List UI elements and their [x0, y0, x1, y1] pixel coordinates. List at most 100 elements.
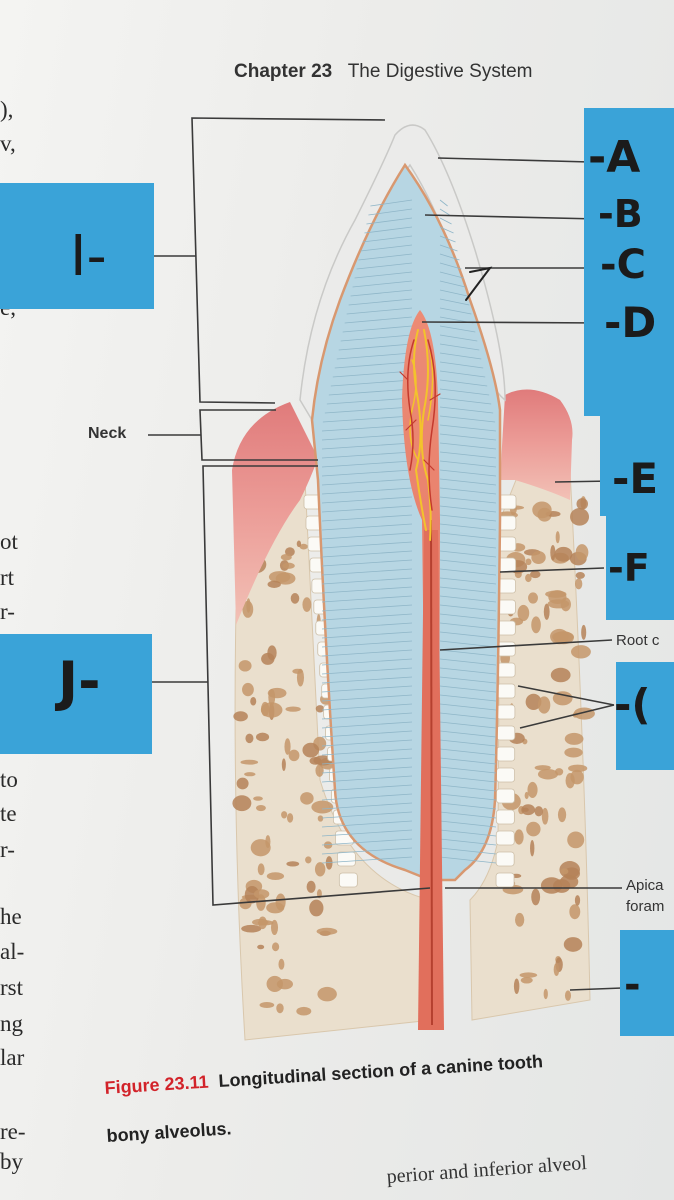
dentin-tubule: [321, 721, 413, 729]
dentin-tubule: [356, 262, 413, 270]
bone-spot: [299, 543, 308, 550]
dentin-tubule: [439, 370, 486, 378]
bone-spot: [257, 863, 265, 876]
dentin-tubule: [362, 235, 413, 243]
dentin-tubule: [439, 802, 497, 810]
bone-spot: [519, 972, 538, 978]
dentin-tubule: [439, 460, 497, 468]
chapter-header: Chapter 23 The Digestive System: [234, 61, 533, 83]
bone-spot: [259, 1001, 275, 1008]
dentin-tubule: [439, 658, 497, 666]
bone-spot: [260, 702, 283, 718]
dentin-tubule: [321, 730, 413, 738]
dentin-tubule: [439, 487, 497, 495]
dentin-tubule: [321, 694, 413, 702]
dentin-tubule: [439, 766, 497, 774]
dentin-tubule: [321, 514, 413, 522]
bone-spot: [276, 1003, 284, 1014]
bone-spot: [257, 944, 265, 950]
margin-fragment: to: [0, 767, 18, 792]
bone-spot: [284, 738, 291, 755]
dentin-tubule: [321, 676, 413, 684]
dentin-tubule: [321, 613, 413, 621]
gingiva-right: [500, 389, 573, 500]
bone-spot: [278, 958, 285, 970]
bone-spot: [537, 696, 551, 714]
pulp-nerves: [399, 329, 441, 541]
bone-spot: [281, 758, 286, 772]
dentin-tubule: [439, 253, 460, 261]
dentin-tubule: [321, 487, 413, 495]
bone-spot: [545, 590, 567, 598]
dentin-tubule: [321, 424, 413, 432]
bone-spot: [315, 705, 325, 713]
dentin-tubule: [439, 730, 497, 738]
dentin-tubule: [439, 829, 497, 837]
ligament-block: [338, 872, 358, 888]
bone-spot: [244, 885, 260, 904]
bone-spot: [534, 806, 544, 817]
dentin-tubule: [439, 469, 497, 477]
bone-spot: [564, 747, 583, 758]
bone-spot: [244, 772, 256, 777]
dentin-tubule: [439, 298, 470, 306]
bone-spot: [314, 862, 326, 877]
dentin-tubule: [439, 217, 452, 225]
margin-fragment: te: [0, 801, 17, 826]
bone-spot: [531, 888, 541, 906]
dentin-tubule: [321, 820, 413, 828]
bone-spot: [550, 628, 569, 645]
ligament-block: [496, 641, 516, 657]
bone-spot: [520, 977, 533, 984]
dentin-tubule: [439, 739, 497, 747]
bone-spot: [296, 1006, 312, 1016]
tape-right-top: [584, 108, 674, 416]
dentin-tubule: [439, 856, 497, 864]
bone-spot: [286, 861, 300, 867]
dentin-tubule: [439, 262, 462, 270]
bone-spot: [238, 660, 252, 672]
bone-spot: [255, 732, 270, 742]
dentin-tubule: [336, 352, 413, 360]
bone-spot: [250, 696, 257, 706]
dentin-tubule: [338, 343, 413, 351]
dentin-tubule: [439, 577, 497, 585]
label-root-canal: Root c: [616, 632, 660, 649]
ligament-block: [496, 662, 516, 678]
dentin-tubule: [328, 388, 413, 396]
bone-spot: [525, 573, 532, 583]
dentin-tubule: [321, 802, 413, 810]
dentin-tubule: [439, 847, 497, 855]
label-neck: Neck: [88, 425, 127, 442]
bone-spot: [270, 919, 279, 936]
dentin-tubule: [439, 784, 497, 792]
tape-left-j: [0, 634, 152, 754]
margin-fragment: rt: [0, 565, 15, 590]
dentin-tubule: [439, 478, 497, 486]
bone-spot: [292, 668, 303, 674]
dentin-tubule: [439, 289, 468, 297]
bone-spot: [575, 544, 589, 561]
ligament-block: [496, 620, 516, 636]
dentin-tubule: [439, 694, 497, 702]
bone-spot: [550, 667, 571, 683]
bone-spot: [302, 597, 312, 612]
margin-fragment: ),: [0, 97, 14, 122]
label-b: -B: [598, 192, 643, 236]
dentin-tubule: [439, 307, 472, 315]
bone-spot: [286, 813, 294, 823]
bone-spot: [557, 807, 567, 823]
ligament-block: [496, 788, 515, 804]
ligament-block: [495, 872, 515, 888]
bone-spot: [240, 759, 259, 765]
dentin-tubule: [321, 847, 413, 855]
dentin-tubule: [346, 307, 413, 315]
bone-spot: [241, 924, 262, 933]
dentin-tubule: [439, 550, 497, 558]
bone-spot: [525, 558, 532, 566]
dentin-tubule: [439, 613, 497, 621]
bone-spot: [575, 571, 585, 579]
dentin-tubule: [321, 478, 413, 486]
gingiva-left: [232, 402, 318, 625]
